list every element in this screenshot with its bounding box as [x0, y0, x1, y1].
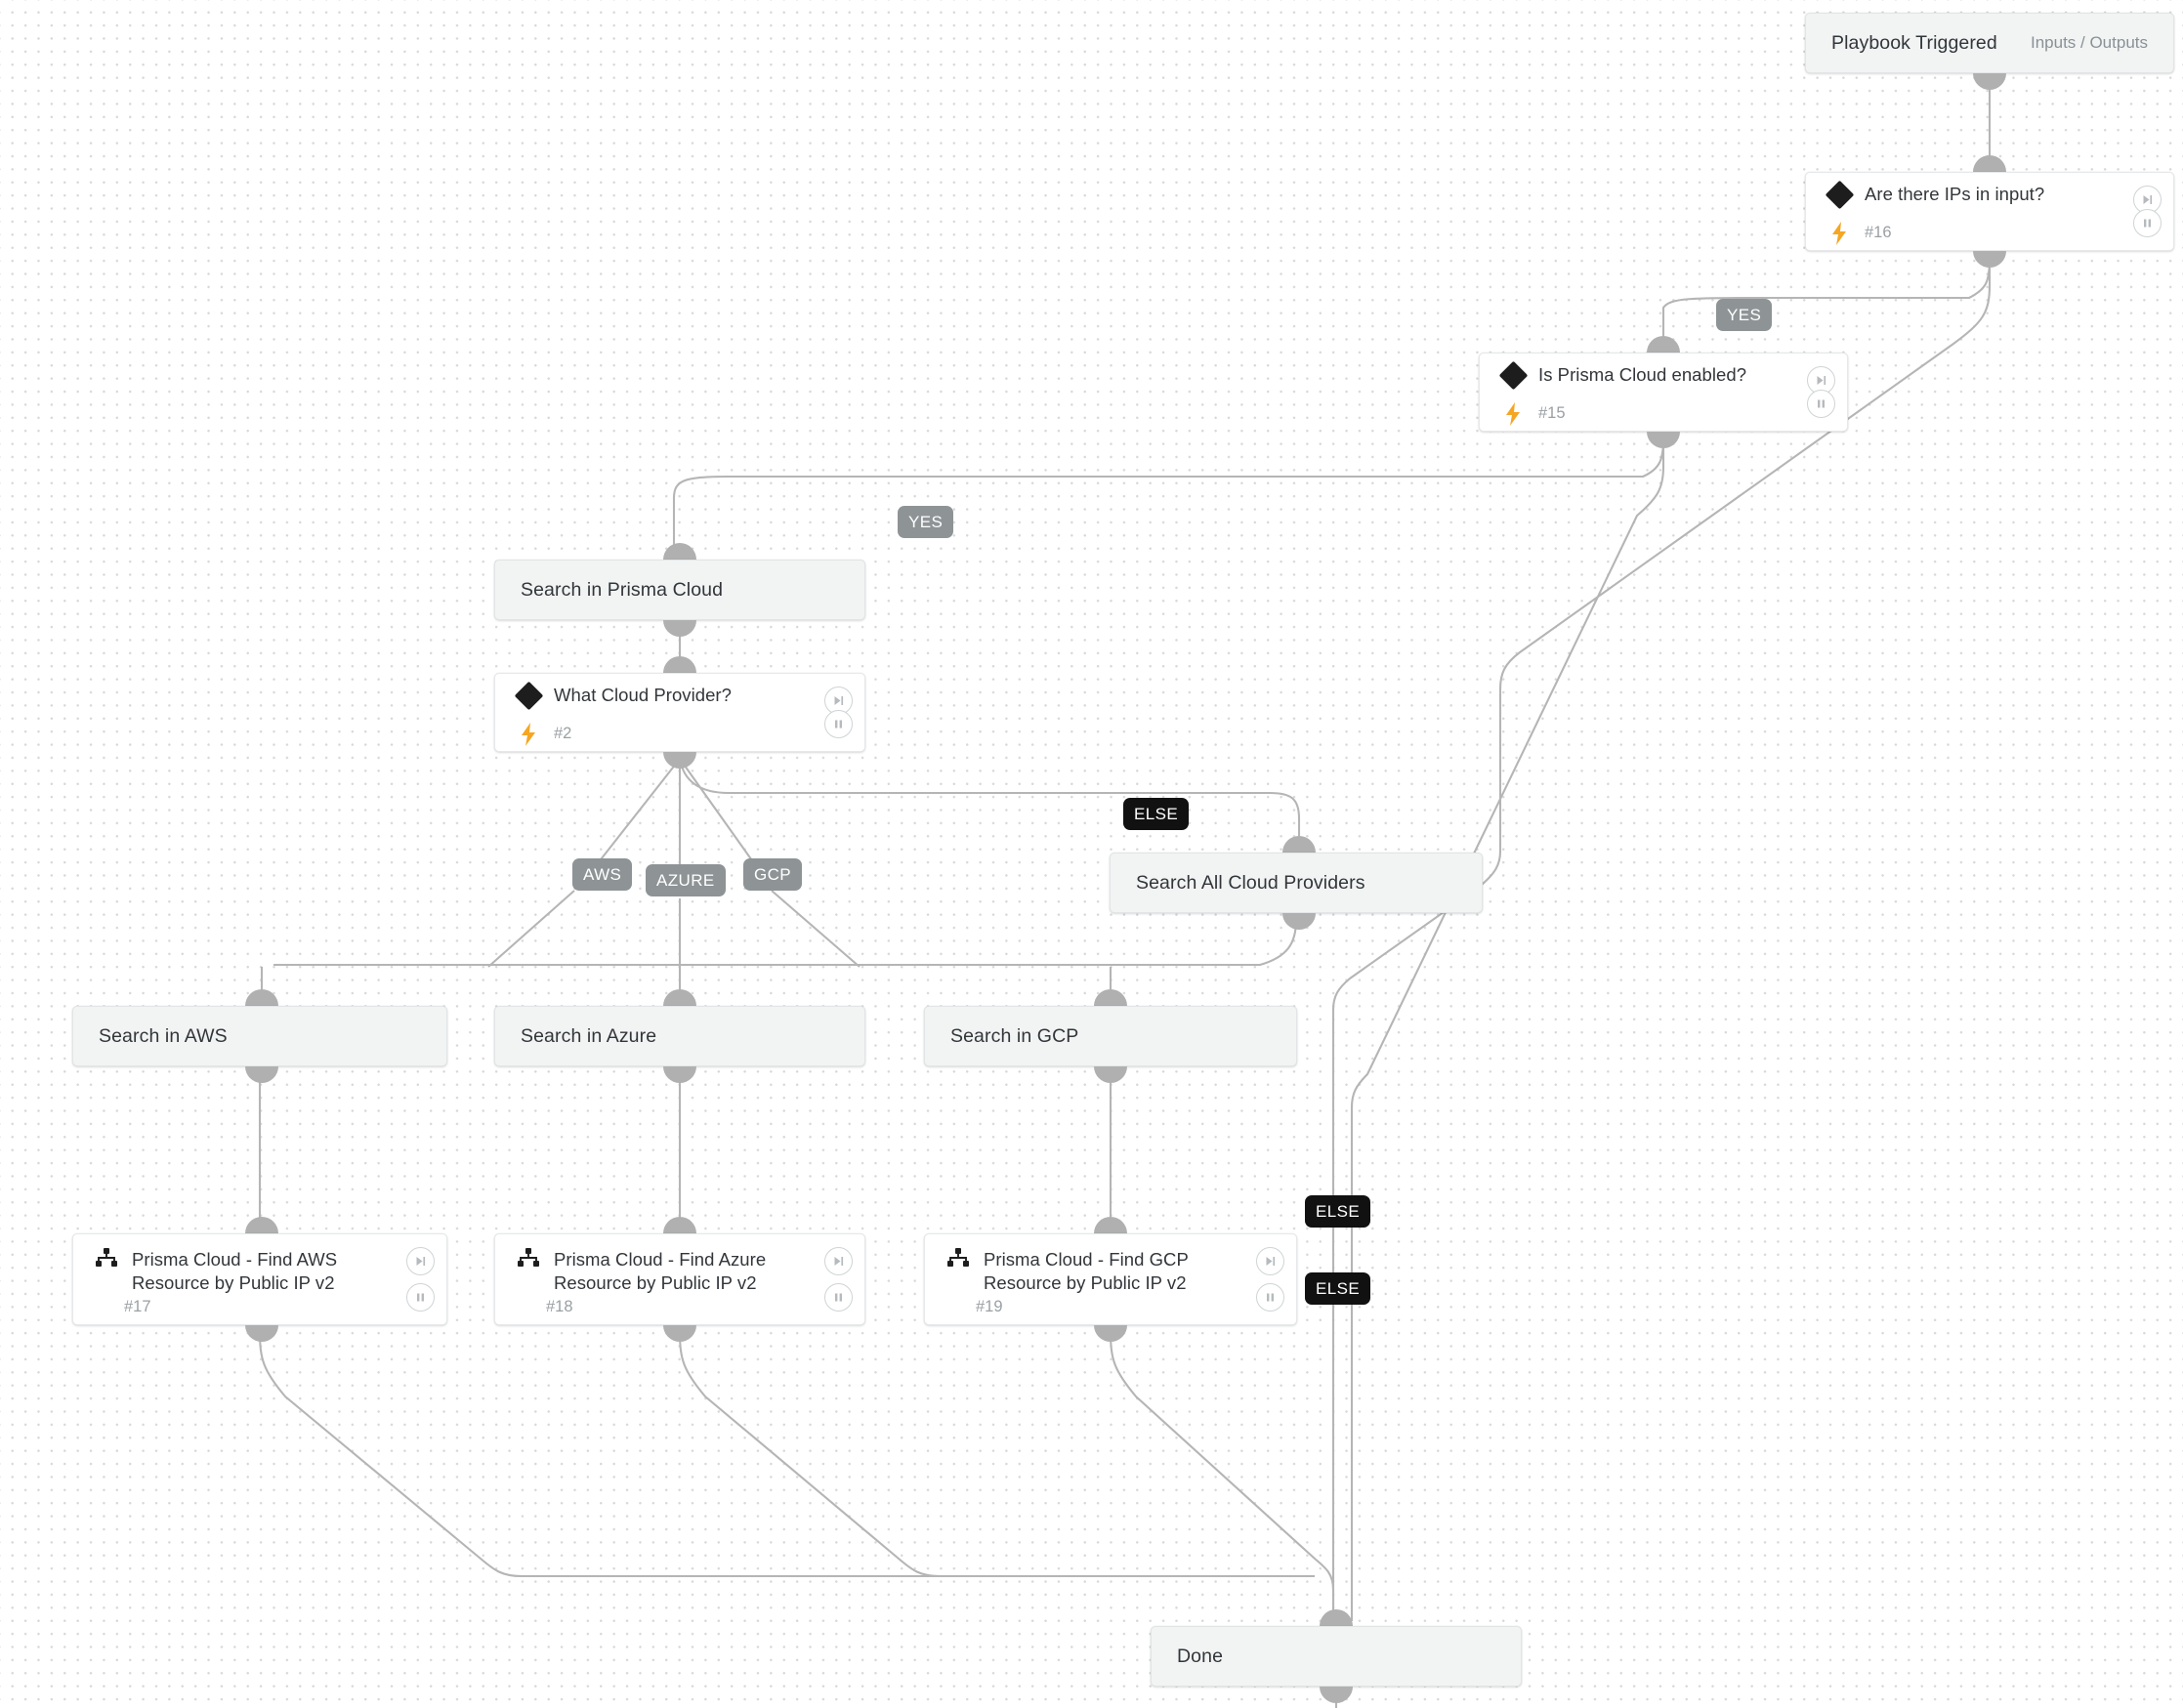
edge-2-branch-aws-upper [597, 758, 681, 864]
node-title: Done [1177, 1645, 1224, 1667]
connector-out-done[interactable] [1320, 1687, 1353, 1703]
diamond-icon [503, 681, 554, 710]
node-done[interactable]: Done [1151, 1626, 1522, 1687]
node-prisma-find-aws-resource[interactable]: Prisma Cloud - Find AWS Resource by Publ… [72, 1233, 447, 1325]
task-id: #17 [124, 1298, 151, 1316]
connector-in-search-gcp[interactable] [1094, 989, 1127, 1006]
connector-in-2[interactable] [663, 656, 696, 673]
node-prisma-find-azure-resource[interactable]: Prisma Cloud - Find Azure Resource by Pu… [494, 1233, 865, 1325]
connector-out-2[interactable] [663, 752, 696, 769]
run-from-here-icon[interactable] [1256, 1247, 1284, 1275]
run-from-here-icon[interactable] [1807, 366, 1835, 395]
bolt-icon [1814, 221, 1865, 245]
sub-playbook-icon [503, 1248, 554, 1268]
edge-label-else-16[interactable]: ELSE [1305, 1195, 1371, 1228]
connector-out-16[interactable] [1973, 251, 2006, 268]
node-label: Are there IPs in input? [1865, 184, 2045, 205]
connector-in-17[interactable] [245, 1217, 278, 1233]
connector-out-prisma-search[interactable] [663, 620, 696, 637]
edge-label-yes-15[interactable]: YES [898, 506, 954, 538]
task-id: #18 [546, 1298, 573, 1316]
inputs-outputs-link[interactable]: Inputs / Outputs [2030, 33, 2148, 52]
bolt-icon [1488, 401, 1538, 426]
edge-2-branch-gcp-lower [771, 890, 861, 968]
node-title: Search in GCP [950, 1024, 1079, 1047]
connector-in-done[interactable] [1320, 1609, 1353, 1626]
node-label: Prisma Cloud - Find Azure Resource by Pu… [554, 1249, 767, 1293]
edge-2-branch-gcp-upper [679, 758, 755, 864]
connector-in-16[interactable] [1973, 155, 2006, 172]
node-search-in-azure[interactable]: Search in Azure [494, 1006, 865, 1066]
connector-out-search-gcp[interactable] [1094, 1066, 1127, 1083]
pause-icon[interactable] [824, 1283, 853, 1312]
node-title: Search in AWS [99, 1024, 228, 1047]
node-what-cloud-provider[interactable]: What Cloud Provider? #2 [494, 673, 865, 752]
edge-16-yes-to-15 [1661, 257, 1992, 350]
edge-label-azure[interactable]: AZURE [646, 864, 726, 896]
pause-icon[interactable] [2133, 209, 2162, 237]
connector-out-start[interactable] [1973, 73, 2006, 90]
node-title: Search in Prisma Cloud [521, 578, 724, 601]
edge-15-yes-to-prisma-search [672, 437, 1665, 557]
edge-17-to-done [258, 1331, 1315, 1578]
diamond-icon [1814, 180, 1865, 209]
node-label: Prisma Cloud - Find AWS Resource by Publ… [132, 1249, 338, 1293]
node-label: What Cloud Provider? [554, 685, 732, 706]
node-search-in-prisma-cloud[interactable]: Search in Prisma Cloud [494, 560, 865, 620]
node-prisma-find-gcp-resource[interactable]: Prisma Cloud - Find GCP Resource by Publ… [924, 1233, 1297, 1325]
connector-in-19[interactable] [1094, 1217, 1127, 1233]
edge-16-else-to-done [1331, 258, 1992, 1621]
sub-playbook-icon [933, 1248, 984, 1268]
task-id: #15 [1538, 404, 1566, 423]
pause-icon[interactable] [406, 1283, 435, 1312]
run-from-here-icon[interactable] [824, 1247, 853, 1275]
task-id: #16 [1865, 224, 1892, 242]
edge-label-yes-16[interactable]: YES [1716, 299, 1773, 331]
edge-2-else-to-search-all [678, 758, 1306, 850]
connector-out-search-azure[interactable] [663, 1066, 696, 1083]
node-search-in-gcp[interactable]: Search in GCP [924, 1006, 1297, 1066]
pause-icon[interactable] [1256, 1283, 1284, 1312]
node-label: Prisma Cloud - Find GCP Resource by Publ… [984, 1249, 1189, 1293]
node-title: Playbook Triggered [1831, 31, 1997, 54]
connector-out-17[interactable] [245, 1325, 278, 1342]
connector-in-search-aws[interactable] [245, 989, 278, 1006]
node-title: Search All Cloud Providers [1136, 871, 1365, 894]
diamond-icon [1488, 360, 1538, 390]
edge-15-else-to-done [1350, 438, 1665, 1621]
node-are-there-ips-in-input[interactable]: Are there IPs in input? #16 [1805, 172, 2174, 251]
connector-out-18[interactable] [663, 1325, 696, 1342]
edge-label-else-2[interactable]: ELSE [1123, 798, 1190, 830]
connector-out-15[interactable] [1647, 432, 1680, 448]
edge-label-else-15[interactable]: ELSE [1305, 1272, 1371, 1305]
edge-18-to-done [678, 1331, 1315, 1578]
sub-playbook-icon [81, 1248, 132, 1268]
pause-icon[interactable] [824, 710, 853, 738]
connector-out-19[interactable] [1094, 1325, 1127, 1342]
node-is-prisma-cloud-enabled[interactable]: Is Prisma Cloud enabled? #15 [1479, 353, 1848, 432]
edge-2-branch-aws-lower [487, 890, 575, 968]
connector-in-15[interactable] [1647, 336, 1680, 353]
connector-in-prisma-search[interactable] [663, 543, 696, 560]
node-label: Is Prisma Cloud enabled? [1538, 364, 1747, 386]
edge-search-all-bus [273, 919, 1298, 967]
edge-19-to-done [1109, 1331, 1340, 1622]
bolt-icon [503, 722, 554, 746]
pause-icon[interactable] [1807, 390, 1835, 418]
run-from-here-icon[interactable] [406, 1247, 435, 1275]
edge-label-gcp[interactable]: GCP [743, 858, 803, 891]
node-search-all-cloud-providers[interactable]: Search All Cloud Providers [1110, 853, 1483, 913]
connector-in-18[interactable] [663, 1217, 696, 1233]
edge-label-aws[interactable]: AWS [572, 858, 633, 891]
node-playbook-triggered[interactable]: Playbook Triggered Inputs / Outputs [1805, 13, 2174, 73]
node-title: Search in Azure [521, 1024, 657, 1047]
task-id: #19 [976, 1298, 1003, 1316]
connector-in-search-all[interactable] [1282, 836, 1316, 853]
connector-in-search-azure[interactable] [663, 989, 696, 1006]
connector-out-search-all[interactable] [1282, 913, 1316, 930]
connector-out-search-aws[interactable] [245, 1066, 278, 1083]
task-id: #2 [554, 725, 572, 743]
node-search-in-aws[interactable]: Search in AWS [72, 1006, 447, 1066]
